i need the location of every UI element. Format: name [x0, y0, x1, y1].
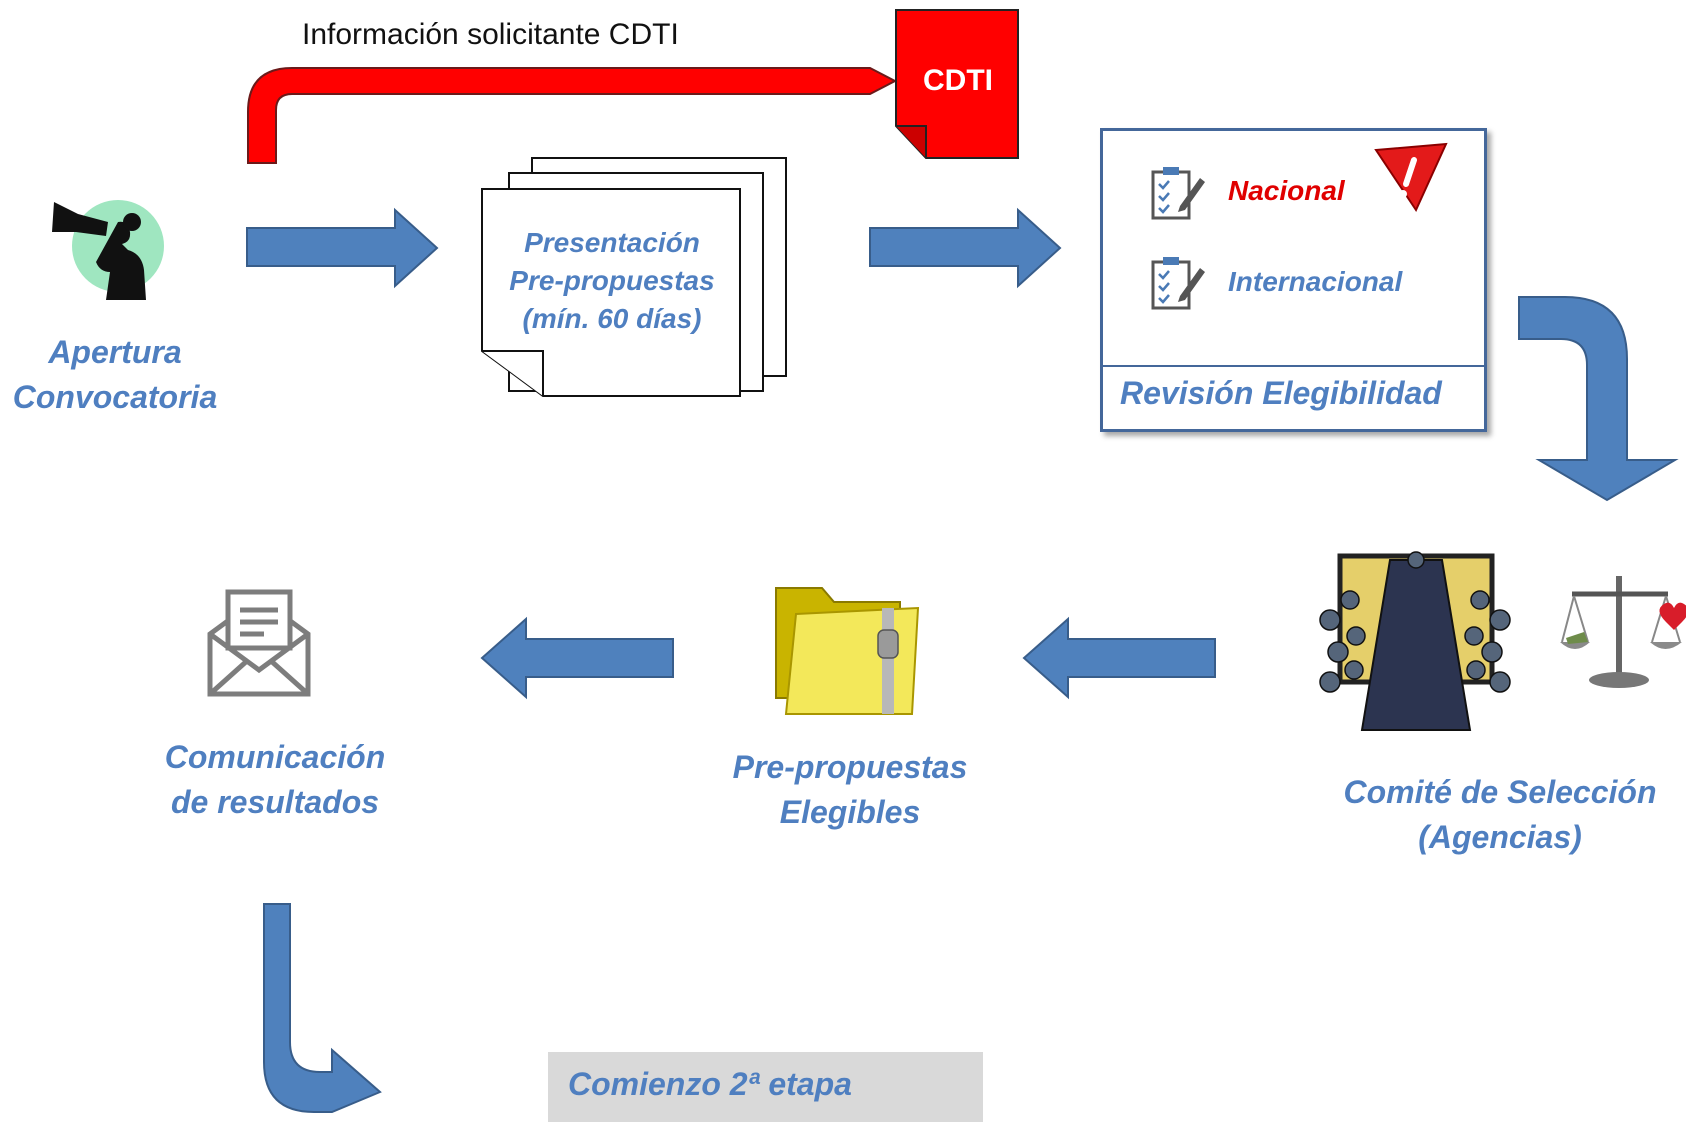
presentacion-line3: (mín. 60 días) [522, 302, 702, 334]
info-solicitante-label: Información solicitante CDTI [302, 18, 679, 51]
arrow-right-2 [869, 207, 1062, 289]
elegibles-line2: Elegibles [779, 793, 921, 830]
doc-stack-front [481, 188, 741, 397]
comunicacion-line1: Comunicación [164, 739, 386, 775]
internacional-label: Internacional [1228, 266, 1403, 297]
comite-line1: Comité de Selección [1343, 774, 1657, 810]
elegibles-label: Pre-propuestas Elegibles [700, 745, 1000, 835]
comite-line2: (Agencias) [1418, 818, 1582, 855]
comunicacion-line2: de resultados [170, 783, 380, 820]
open-envelope-icon [207, 589, 311, 697]
presentacion-line2: Pre-propuestas [509, 264, 715, 296]
scales-icon [1560, 576, 1686, 688]
nacional-label: Nacional [1228, 175, 1345, 206]
comienzo-box: Comienzo 2ª etapa [548, 1052, 983, 1122]
cdti-document-icon [895, 9, 1019, 159]
panel-divider [1103, 365, 1484, 367]
apertura-line2: Convocatoria [12, 378, 218, 415]
cdti-label: CDTI [923, 64, 993, 97]
comienzo-label: Comienzo 2ª etapa [568, 1066, 852, 1102]
apertura-line1: Apertura [48, 334, 182, 370]
clipboard-check-icon [1151, 257, 1205, 310]
presentacion-label: Presentación Pre-propuestas (mín. 60 día… [481, 224, 743, 337]
clipboard-check-icon [1151, 167, 1205, 220]
arrow-curve-right [263, 903, 382, 1113]
warning-icon [1374, 142, 1448, 213]
meeting-room-icon [1310, 540, 1522, 731]
presentacion-line1: Presentación [524, 227, 700, 258]
comunicacion-label: Comunicación de resultados [130, 735, 420, 825]
revision-title: Revisión Elegibilidad [1120, 375, 1442, 411]
apertura-label: Apertura Convocatoria [0, 330, 230, 420]
arrow-left-1 [1022, 616, 1216, 700]
arrow-curve-down [1518, 296, 1679, 502]
zip-folder-icon [775, 587, 920, 715]
arrow-left-2 [480, 616, 674, 700]
comite-label: Comité de Selección (Agencias) [1320, 770, 1680, 860]
elegibles-line1: Pre-propuestas [732, 749, 968, 785]
megaphone-person-icon [52, 200, 164, 300]
arrow-right-1 [246, 207, 439, 289]
